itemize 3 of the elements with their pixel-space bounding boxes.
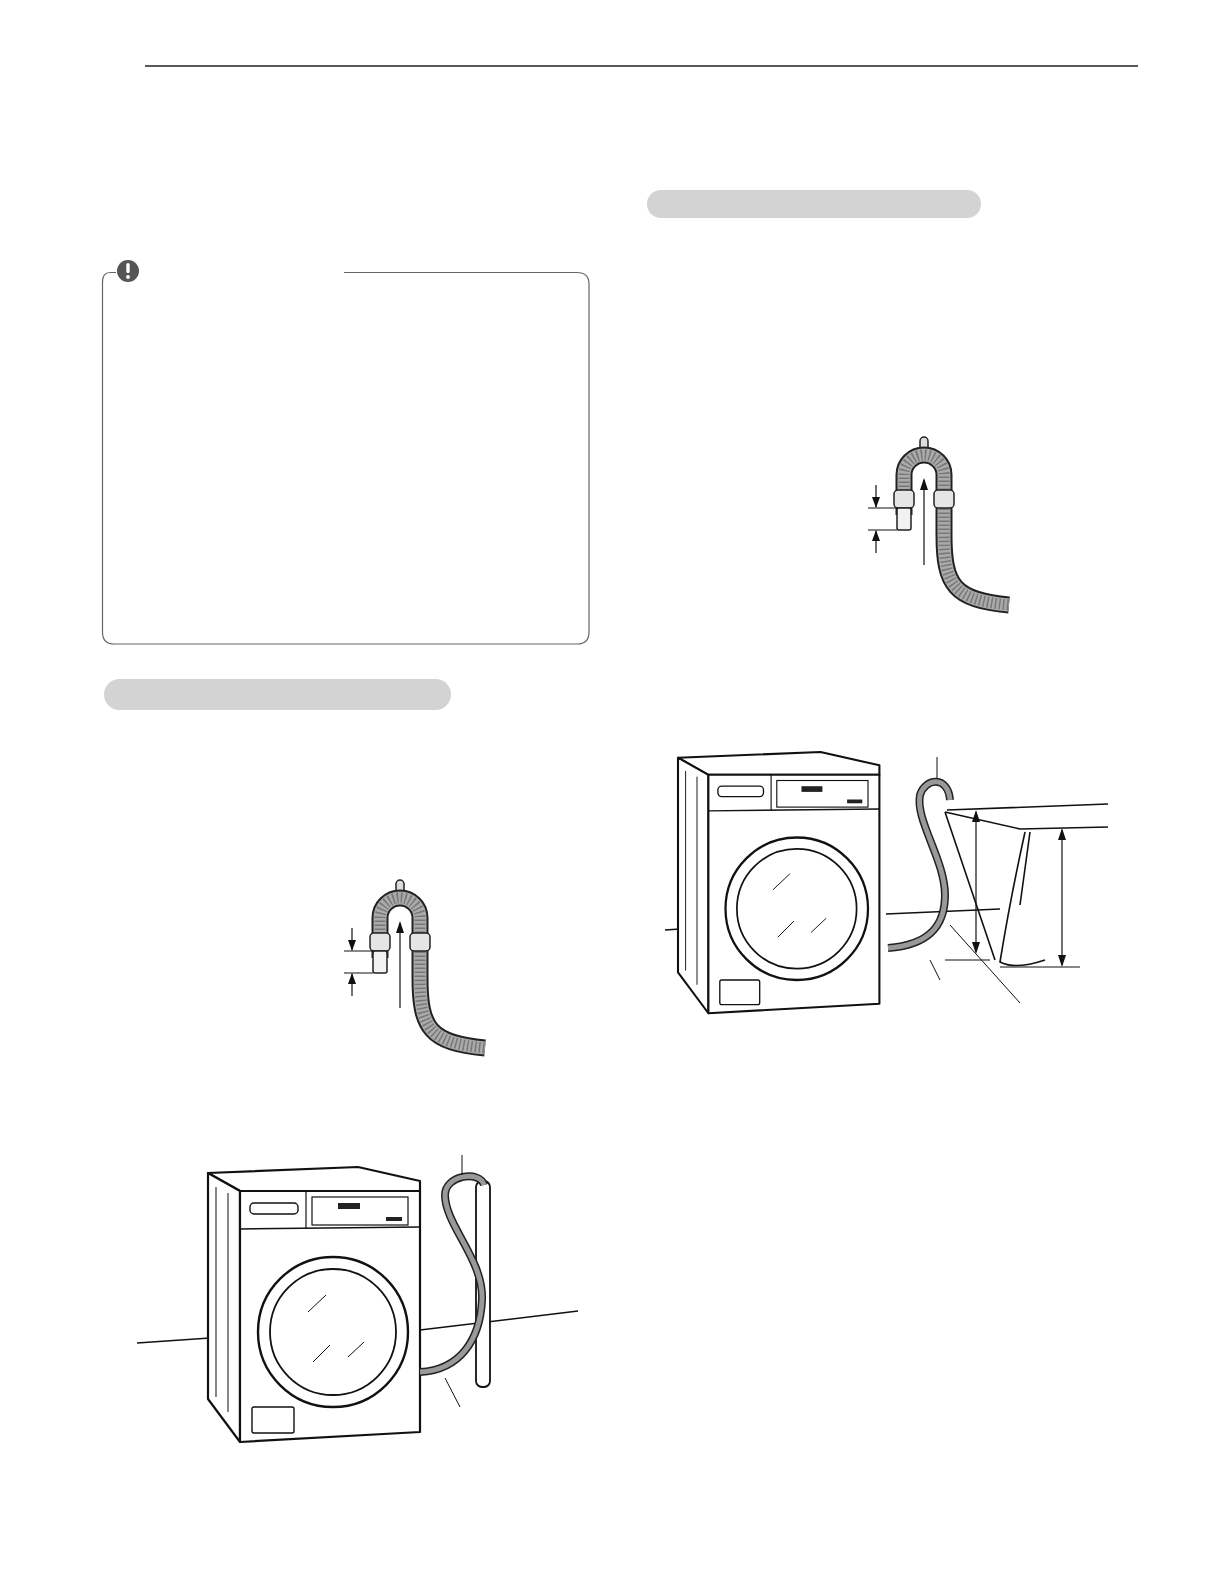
heading-bar: [104, 679, 451, 710]
note-box: [102, 272, 590, 645]
heading-bar: [647, 190, 981, 218]
